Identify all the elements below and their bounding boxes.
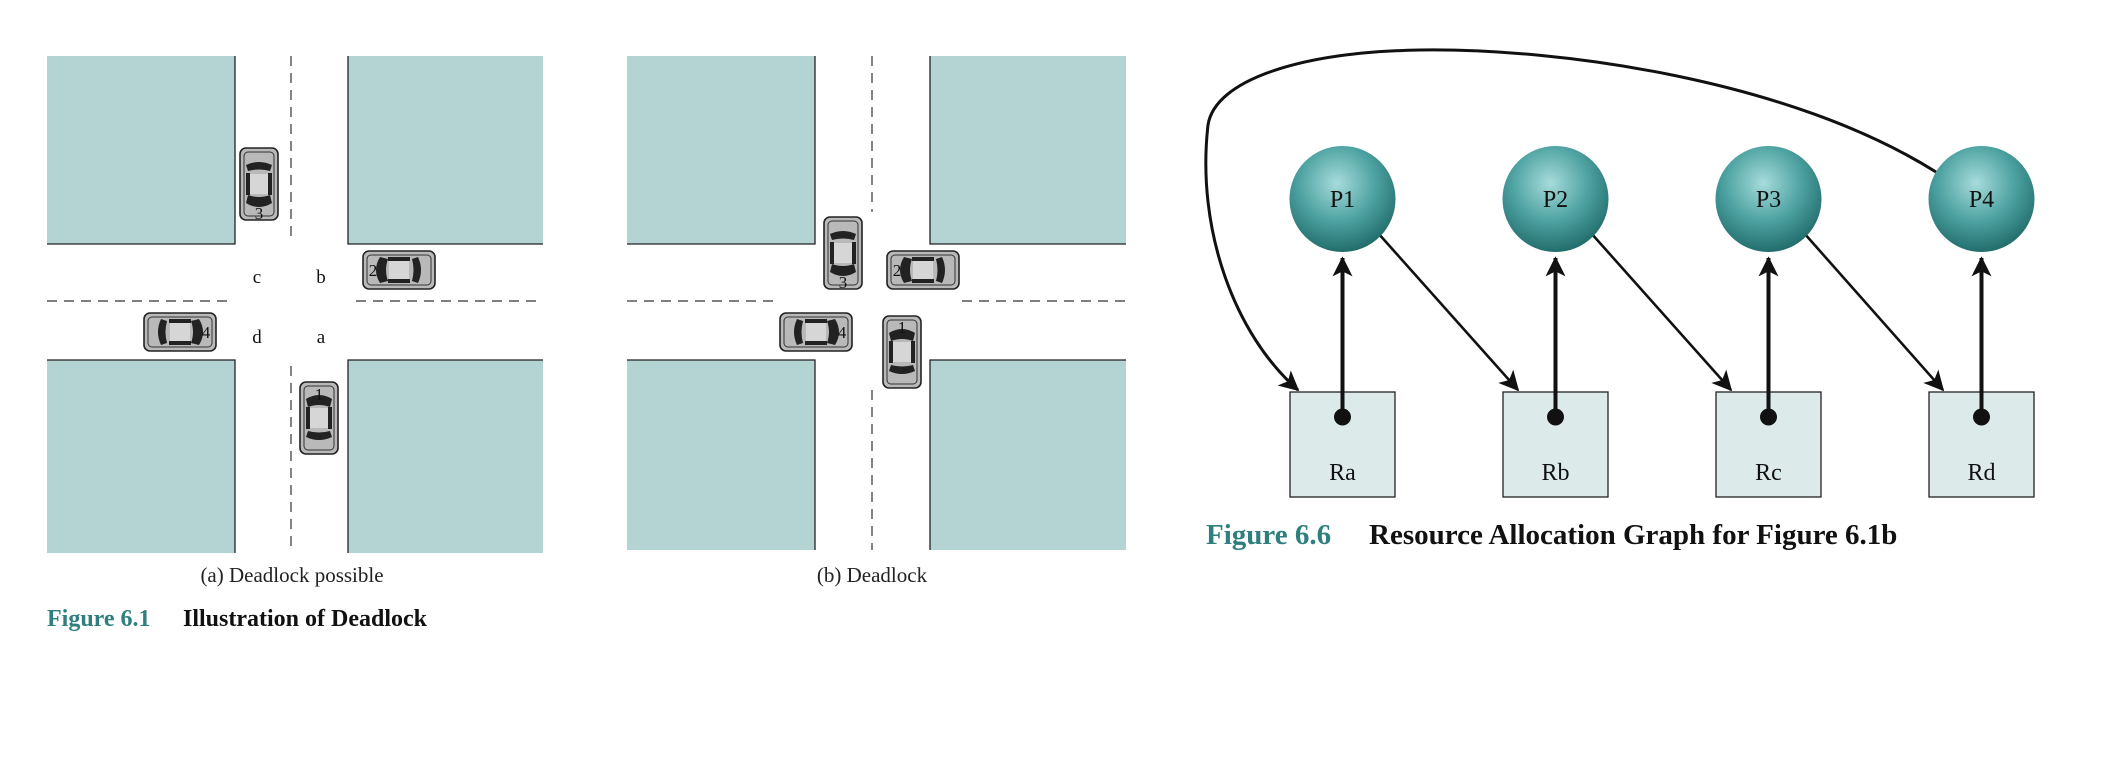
- car-number-label: 2: [893, 261, 902, 280]
- process-label: P1: [1330, 187, 1355, 213]
- resource-label: Ra: [1329, 460, 1356, 486]
- panel-a-lane-lines: [47, 56, 543, 553]
- panel-b-car-4: 4: [779, 312, 853, 352]
- panel-a-block-bottom-left: [47, 360, 235, 553]
- process-p2: P2: [1502, 146, 1609, 252]
- process-label: P4: [1969, 187, 1994, 213]
- edge-rb-held-by-p2: [1545, 256, 1566, 426]
- panel-b-car-3: 3: [823, 216, 863, 292]
- car-number-label: 3: [255, 204, 264, 223]
- edge-p3-requests-rd: [1803, 232, 1945, 392]
- car-number-label: 2: [369, 261, 378, 280]
- figure-6-1-caption: Figure 6.1 Illustration of Deadlock: [47, 606, 428, 632]
- car-number-label: 1: [315, 385, 324, 404]
- resource-allocation-graph: Ra Rb Rc Rd: [1204, 48, 2035, 498]
- figure-6-1-title: Illustration of Deadlock: [183, 606, 428, 632]
- panel-b-car-2: 2: [886, 250, 960, 290]
- panel-a-caption: (a) Deadlock possible: [200, 563, 383, 587]
- quadrant-label-d: d: [252, 327, 262, 348]
- car-number-label: 4: [838, 323, 847, 342]
- figure-6-1-number: Figure 6.1: [47, 606, 151, 632]
- panel-a-car-1: 1: [299, 381, 339, 455]
- figure-6-6-caption: Figure 6.6 Resource Allocation Graph for…: [1206, 519, 1897, 551]
- panel-b-caption: (b) Deadlock: [817, 563, 928, 587]
- resource-label: Rc: [1755, 460, 1782, 486]
- edge-rc-held-by-p3: [1758, 256, 1779, 426]
- resource-label: Rd: [1967, 460, 1995, 486]
- figure-6-6-title: Resource Allocation Graph for Figure 6.1…: [1369, 519, 1897, 551]
- process-label: P2: [1543, 187, 1568, 213]
- edge-p2-requests-rc: [1590, 232, 1733, 392]
- panel-a-car-2: 2: [362, 250, 436, 290]
- edge-ra-held-by-p1: [1332, 256, 1353, 426]
- quadrant-label-a: a: [317, 327, 326, 348]
- panel-b-car-1: 1: [882, 315, 922, 389]
- edge-p1-requests-rb: [1377, 232, 1520, 392]
- panel-b-block-top-left: [627, 56, 815, 244]
- panel-a-curbs: [47, 56, 543, 553]
- car-number-label: 4: [202, 323, 211, 342]
- quadrant-label-c: c: [253, 267, 261, 288]
- panel-b-lane-lines: [627, 56, 1126, 550]
- car-number-label: 1: [898, 318, 907, 337]
- edge-p4-requests-ra: [1204, 48, 1937, 392]
- quadrant-label-b: b: [316, 267, 326, 288]
- panel-b-intersection: 3 2 4 1: [627, 56, 1126, 550]
- process-p1: P1: [1289, 146, 1396, 252]
- panel-b-block-top-right: [930, 56, 1126, 244]
- panel-b-curbs: [627, 56, 1126, 550]
- panel-a-block-top-right: [348, 56, 543, 244]
- process-p3: P3: [1715, 146, 1822, 252]
- panel-a-intersection: c b d a 3 2 4 1: [47, 56, 543, 553]
- panel-a-car-3: 3: [239, 147, 279, 223]
- process-label: P3: [1756, 187, 1781, 213]
- process-p4: P4: [1928, 146, 2035, 252]
- car-number-label: 3: [839, 273, 848, 292]
- panel-a-car-4: 4: [143, 312, 217, 352]
- panel-b-block-bottom-left: [627, 360, 815, 550]
- figure-6-6-number: Figure 6.6: [1206, 519, 1331, 551]
- edge-rd-held-by-p4: [1971, 256, 1992, 426]
- panel-a-block-bottom-right: [348, 360, 543, 553]
- panel-b-block-bottom-right: [930, 360, 1126, 550]
- panel-a-block-top-left: [47, 56, 235, 244]
- resource-label: Rb: [1541, 460, 1569, 486]
